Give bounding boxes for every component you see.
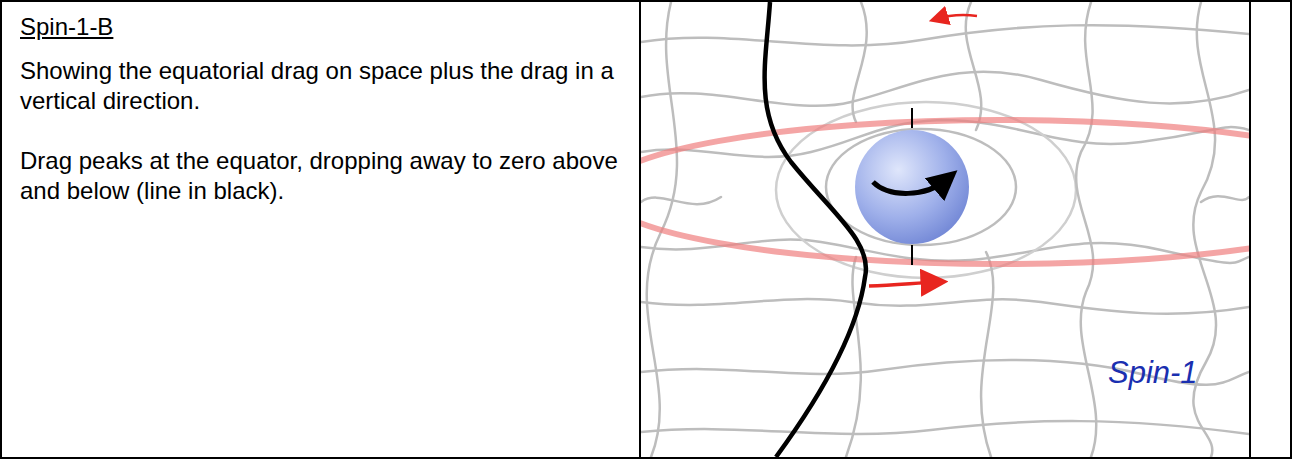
table-border <box>0 0 1292 2</box>
figure-label: Spin-1 <box>1108 355 1198 391</box>
description-text: Showing the equatorial drag on space plu… <box>20 56 625 116</box>
description-text: Drag peaks at the equator, dropping away… <box>20 146 625 206</box>
heading: Spin-1-B <box>20 12 113 42</box>
table-border <box>639 0 641 459</box>
table-border <box>1249 0 1251 459</box>
table-border <box>0 0 2 459</box>
table-border <box>0 457 1292 459</box>
table-border <box>1290 0 1292 459</box>
